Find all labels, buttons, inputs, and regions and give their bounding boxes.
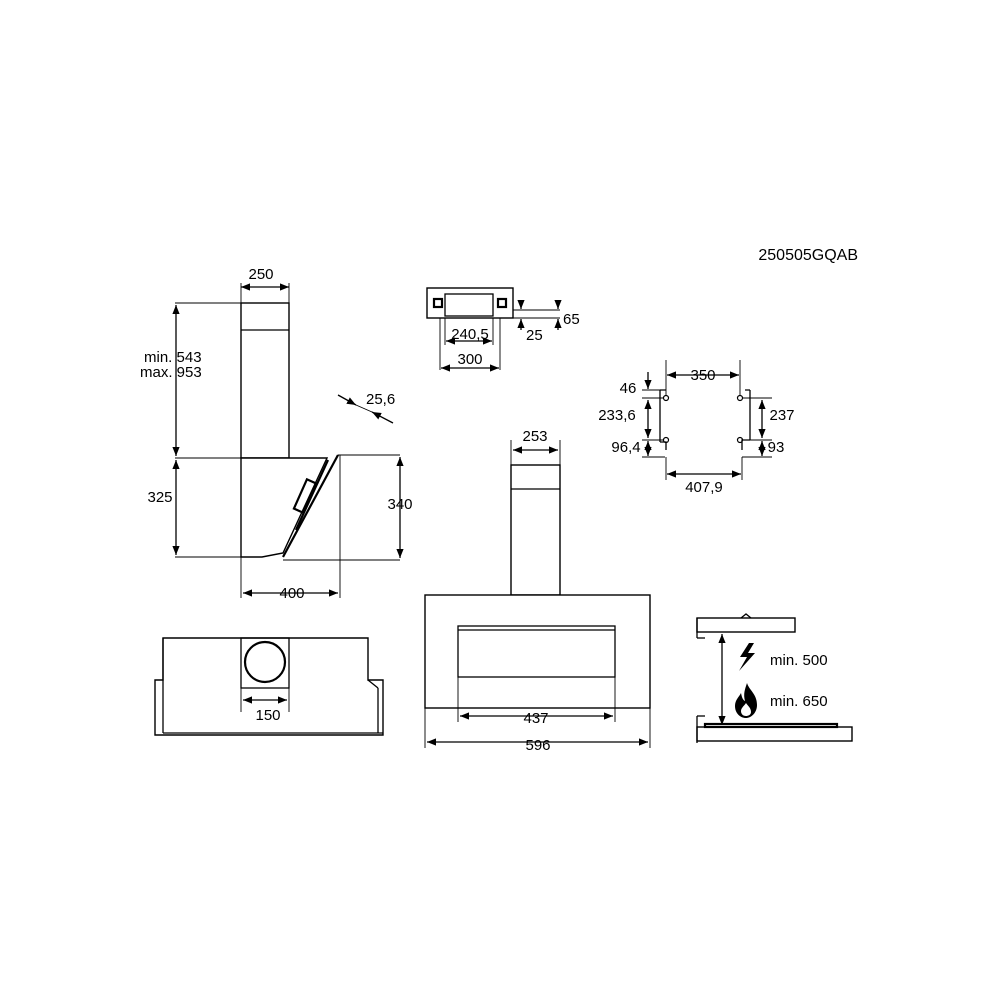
clearance-cooktop (696, 726, 853, 742)
label-bracket-inner: 240,5 (451, 326, 489, 343)
top-outlet-collar (240, 637, 290, 689)
side-view: 250 min. 543 max. 953 325 25,6 340 400 (140, 266, 413, 602)
label-chimney-width: 250 (248, 266, 273, 283)
label-template-left-bottom: 96,4 (611, 439, 640, 456)
clearance-hood (696, 617, 796, 633)
template-outline (659, 389, 751, 450)
label-glass-thickness: 25,6 (366, 391, 395, 408)
label-total-width: 596 (525, 737, 550, 754)
label-outlet: 150 (255, 707, 280, 724)
label-bracket-offset-large: 65 (563, 311, 580, 328)
clearance-view: min. 500 min. 650 (696, 613, 853, 743)
label-depth: 400 (279, 585, 304, 602)
template-hole (736, 394, 744, 402)
label-template-right: 237 (769, 407, 794, 424)
label-template-top: 350 (690, 367, 715, 384)
label-template-left: 233,6 (598, 407, 636, 424)
label-front-chimney: 253 (522, 428, 547, 445)
label-template-right-bottom: 93 (768, 439, 785, 456)
label-height-min: min. 543 (144, 349, 202, 366)
mounting-template: 350 46 233,6 237 96,4 93 407,9 (598, 360, 795, 496)
front-chimney (510, 464, 561, 596)
label-glass-height: 340 (387, 496, 412, 513)
document-code: 250505GQAB (758, 247, 858, 264)
side-chimney (240, 302, 290, 459)
label-bracket-outer: 300 (457, 351, 482, 368)
top-view: 150 (154, 637, 384, 736)
top-hood-outline (154, 637, 384, 736)
flame-icon (735, 683, 757, 718)
label-height-max: max. 953 (140, 364, 202, 381)
bracket-body (426, 287, 514, 319)
label-panel-width: 437 (523, 710, 548, 727)
label-gas-min: min. 650 (770, 693, 828, 710)
front-hood-body (424, 594, 651, 709)
label-template-bottom: 407,9 (685, 479, 723, 496)
front-glass-panel (457, 625, 616, 678)
top-outlet (243, 640, 287, 684)
label-bracket-offset-small: 25 (526, 327, 543, 344)
front-view: 253 437 596 (424, 428, 651, 754)
lightning-icon (739, 643, 755, 671)
side-glass-panel (282, 454, 339, 558)
label-electric-min: min. 500 (770, 652, 828, 669)
bracket-view: 240,5 300 25 65 (426, 287, 580, 372)
side-hood-body (240, 457, 329, 558)
label-template-top-offset: 46 (620, 380, 637, 397)
template-hole (662, 394, 670, 402)
label-hood-height: 325 (147, 489, 172, 506)
